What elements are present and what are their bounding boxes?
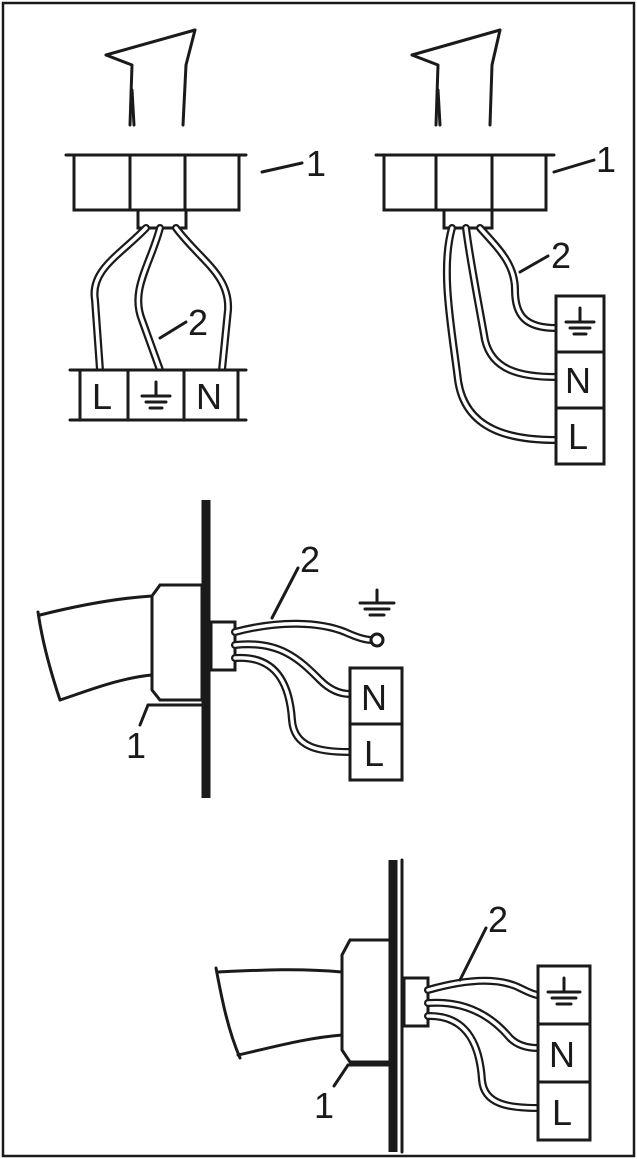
panel-top-right: 1 2 N L — [374, 28, 616, 466]
terminal-label-neutral: N — [361, 677, 387, 718]
wire-neutral — [424, 998, 542, 1052]
wire-earth — [424, 976, 542, 999]
terminal-earth — [554, 294, 606, 354]
part-label-2: 2 — [488, 899, 508, 940]
cable-jacket-top-edge — [38, 594, 154, 617]
terminal-earth — [536, 964, 592, 1026]
wire-line — [442, 224, 560, 444]
part-label-2: 2 — [300, 539, 320, 580]
terminal-earth — [126, 368, 186, 422]
leader-line-2 — [158, 320, 188, 340]
cable-jacket-right-edge — [181, 28, 197, 127]
terminal-label-line: L — [92, 376, 112, 417]
terminal-line — [536, 1080, 592, 1142]
cable-cut-end — [410, 28, 502, 57]
cable-cut-end — [36, 610, 62, 702]
cable-jacket-bottom-edge — [236, 1033, 344, 1057]
part-label-1: 1 — [126, 725, 146, 766]
wire-earth — [231, 619, 376, 644]
cable-inner-line — [130, 88, 136, 127]
cable-cut-end — [214, 966, 242, 1060]
cable-jacket-right-edge — [488, 28, 502, 127]
earth-ground-icon — [564, 306, 596, 336]
cable-jacket-left-edge — [104, 53, 134, 127]
cable-gland-1 — [150, 583, 204, 702]
wire-line — [424, 1011, 542, 1112]
cable-gland-1 — [72, 153, 241, 212]
part-label-1: 1 — [314, 1085, 334, 1126]
wire-line — [90, 224, 150, 374]
terminal-label-line: L — [568, 416, 588, 457]
earth-ground-icon — [358, 588, 396, 617]
cable-gland-1 — [340, 938, 392, 1064]
earth-ring-terminal — [369, 632, 385, 648]
cable-inner-line — [436, 88, 442, 127]
wire-line — [231, 653, 354, 756]
earth-ground-icon — [140, 380, 172, 410]
leader-line-1 — [552, 158, 596, 174]
terminal-label-line: L — [364, 733, 384, 774]
terminal-label-neutral: N — [196, 376, 222, 417]
wire-earth — [476, 224, 560, 332]
leader-line-1 — [260, 161, 304, 174]
leader-line-1 — [332, 1063, 350, 1088]
leader-line-2 — [458, 926, 488, 982]
leader-line-2 — [270, 566, 300, 620]
cable-jacket-left-edge — [410, 53, 440, 127]
panel-middle: 1 2 N L — [36, 500, 404, 798]
part-label-2: 2 — [188, 302, 208, 343]
terminal-label-line: L — [552, 1092, 572, 1133]
gland-nut — [402, 976, 430, 1028]
wire-earth — [134, 224, 164, 374]
wire-neutral — [231, 640, 354, 698]
terminal-line — [554, 406, 606, 466]
leader-line-2 — [518, 254, 550, 274]
terminal-neutral — [182, 368, 240, 422]
cable-jacket-top-edge — [216, 968, 344, 974]
earth-ground-icon — [546, 976, 582, 1006]
wire-neutral — [462, 224, 560, 381]
cable-jacket-bottom-edge — [58, 673, 154, 702]
terminal-label-neutral: N — [565, 360, 591, 401]
terminal-neutral — [348, 666, 404, 726]
panel-top-left: 1 2 L N — [64, 28, 326, 422]
terminal-label-neutral: N — [549, 1034, 575, 1075]
panel-bottom: 1 2 N L — [214, 858, 592, 1154]
part-label-1: 1 — [306, 143, 326, 184]
wire-neutral — [172, 224, 233, 374]
terminal-line — [348, 722, 404, 782]
leader-line-1 — [138, 703, 150, 727]
part-label-2: 2 — [551, 235, 571, 276]
cable-gland-1 — [382, 153, 548, 212]
part-label-1: 1 — [596, 139, 616, 180]
cable-cut-end — [104, 28, 197, 57]
